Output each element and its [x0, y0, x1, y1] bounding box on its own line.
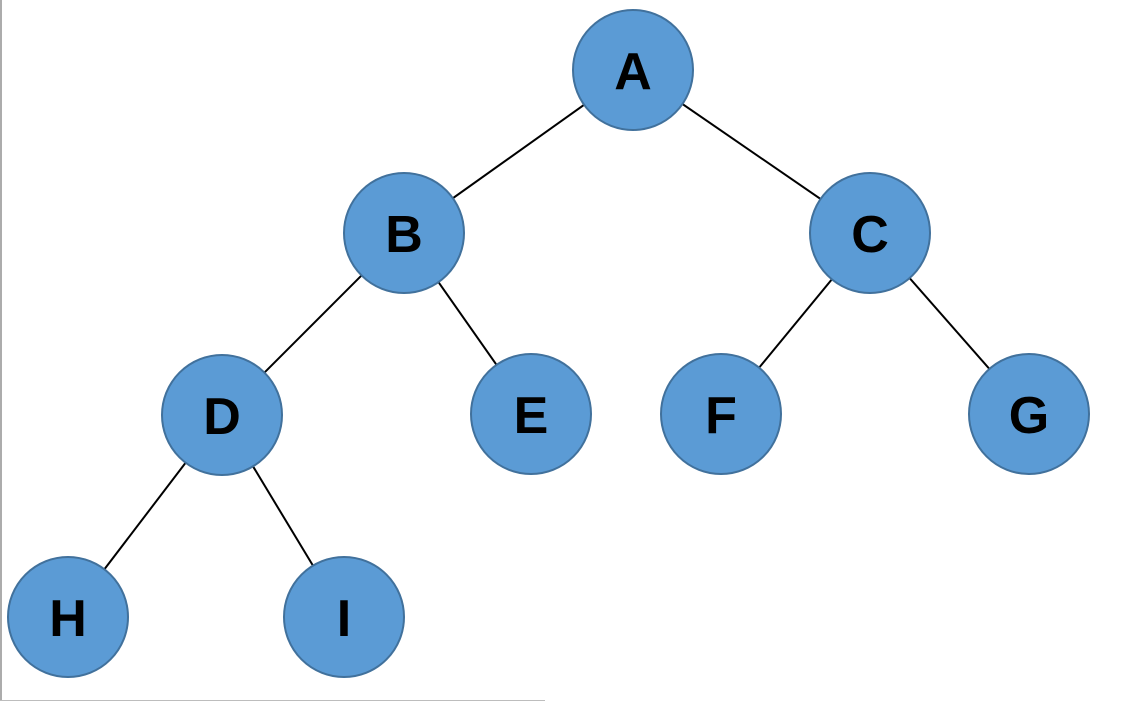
node-circle-A [572, 9, 694, 131]
tree-node-H: H [7, 556, 129, 678]
tree-node-E: E [470, 353, 592, 475]
canvas-left-border [0, 0, 2, 701]
tree-node-B: B [343, 172, 465, 294]
tree-node-I: I [283, 556, 405, 678]
node-circle-I [283, 556, 405, 678]
edges-layer [67, 69, 1030, 618]
tree-node-G: G [968, 353, 1090, 475]
node-circle-G [968, 353, 1090, 475]
node-circle-H [7, 556, 129, 678]
node-circle-D [161, 354, 283, 476]
node-circle-F [660, 353, 782, 475]
tree-node-F: F [660, 353, 782, 475]
canvas-bottom-border [0, 699, 545, 701]
node-circle-E [470, 353, 592, 475]
node-circle-C [809, 172, 931, 294]
node-circle-B [343, 172, 465, 294]
tree-node-D: D [161, 354, 283, 476]
tree-node-A: A [572, 9, 694, 131]
tree-node-C: C [809, 172, 931, 294]
